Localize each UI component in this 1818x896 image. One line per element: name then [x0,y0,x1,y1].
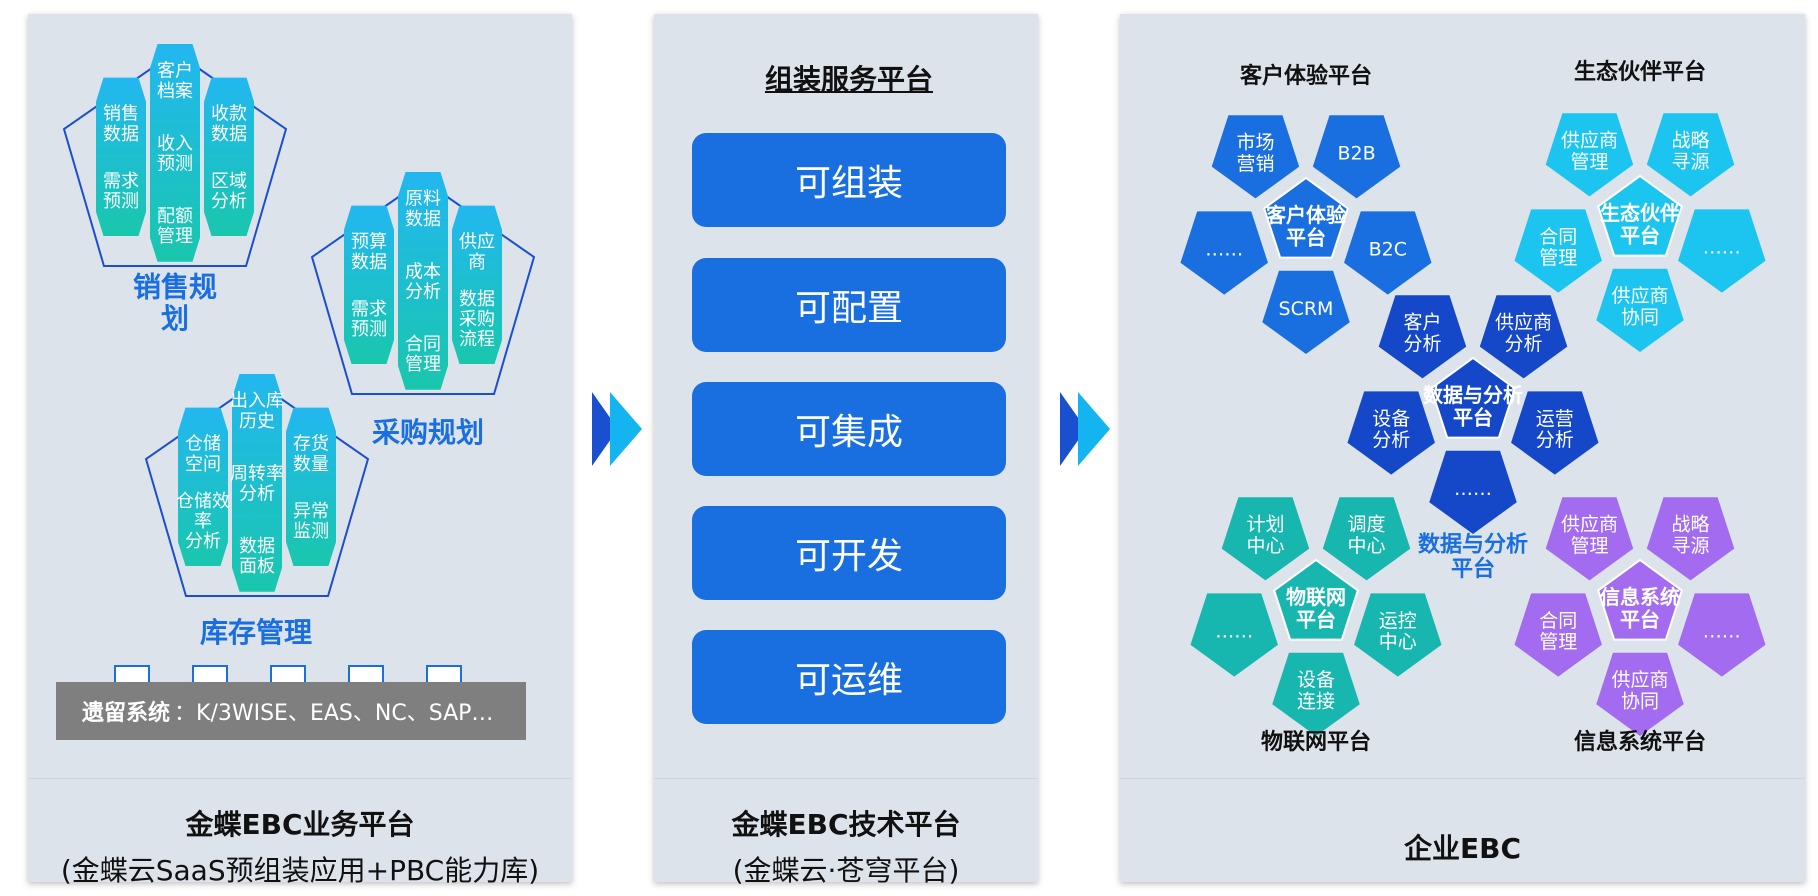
arrow-dark-shape [592,392,618,466]
enterprise-ebc-panel: 企业EBC [1120,14,1805,882]
capability-integrate: 可集成 [692,382,1006,476]
legacy-label: 遗留系统 [82,701,171,726]
capability-operate: 可运维 [692,630,1006,724]
legacy-systems-list: ：K/3WISE、EAS、NC、SAP… [174,701,494,726]
legacy-systems-bar: 遗留系统 ：K/3WISE、EAS、NC、SAP… [56,682,526,740]
tech-platform-title: 金蝶EBC技术平台 [731,808,961,841]
capability-develop: 可开发 [692,506,1006,600]
arrow-light-shape [1078,392,1110,466]
business-platform-panel: 金蝶EBC业务平台 (金蝶云SaaS预组装应用+PBC能力库) [28,14,572,887]
tech-platform-subtitle: (金蝶云·苍穹平台) [732,854,960,887]
flow-arrow-2 [1060,392,1110,466]
flow-arrow-1 [592,392,642,466]
enterprise-ebc-title: 企业EBC [1403,832,1522,865]
tech-platform-footer: 金蝶EBC技术平台 (金蝶云·苍穹平台) [654,778,1038,887]
assembly-platform-title: 组装服务平台 [764,63,933,96]
business-platform-title: 金蝶EBC业务平台 [185,808,415,841]
arrow-light-shape [610,392,642,466]
enterprise-ebc-footer: 企业EBC [1120,778,1805,882]
capability-configure: 可配置 [692,258,1006,352]
business-platform-footer: 金蝶EBC业务平台 (金蝶云SaaS预组装应用+PBC能力库) [28,778,572,887]
capability-assemble: 可组装 [692,133,1006,227]
business-platform-subtitle: (金蝶云SaaS预组装应用+PBC能力库) [60,854,540,887]
arrow-dark-shape [1060,392,1086,466]
